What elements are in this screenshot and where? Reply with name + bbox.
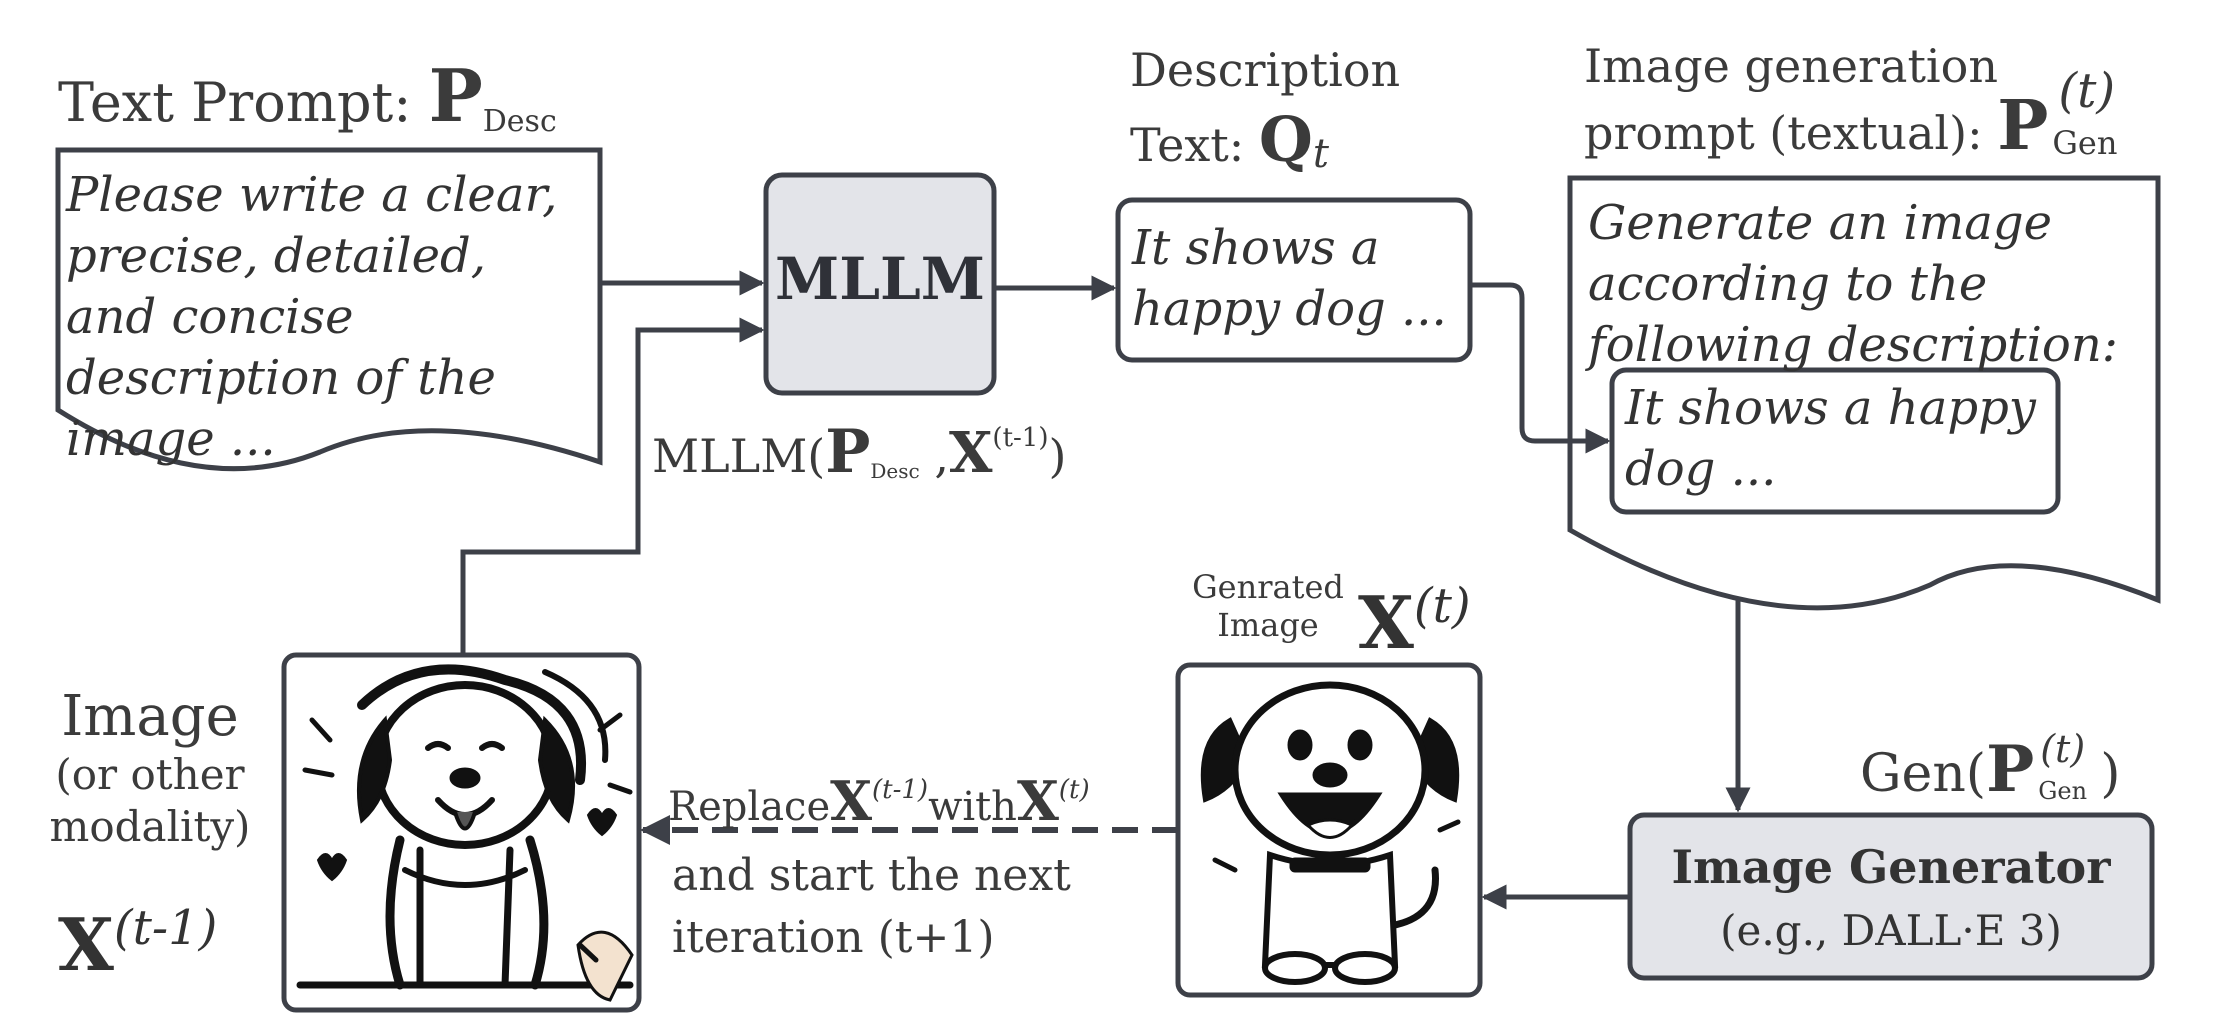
generator-formula-sub: Gen — [2038, 777, 2088, 805]
replace-note-prefix: Replace — [668, 784, 831, 830]
text-prompt-symbol: P — [428, 53, 483, 138]
description-title-text: Text: — [1130, 118, 1245, 172]
description-symbol: Q — [1258, 103, 1313, 176]
text-prompt-document — [55, 147, 603, 472]
replace-note-line2: and start the next — [672, 850, 1071, 901]
generated-image-label-line1: Genrated — [1192, 568, 1344, 606]
description-box — [1115, 197, 1473, 363]
description-title-line1: Description — [1130, 43, 1401, 97]
mllm-formula-suffix: ) — [1048, 429, 1067, 483]
replace-note-x-new: X — [1016, 769, 1059, 833]
input-dog-illustration — [296, 664, 634, 1002]
text-prompt-title: Text Prompt: PDesc — [58, 60, 557, 150]
gen-prompt-body: Generate an image according to the follo… — [1588, 195, 2118, 373]
text-prompt-title-text: Text Prompt: — [58, 71, 412, 134]
mllm-input-formula: MLLM(PDesc ,X(t-1)) — [652, 410, 1066, 499]
description-title-line2: Text: Qt — [1130, 109, 1329, 182]
text-prompt-body: Please write a clear, precise, detailed,… — [66, 167, 558, 467]
generator-formula-sup: (t) — [2040, 727, 2086, 771]
generator-title: Image Generator — [1671, 840, 2111, 894]
mllm-formula-x-sup: (t-1) — [992, 423, 1049, 453]
input-image-label-line2: (or other — [55, 750, 245, 799]
gen-prompt-inner-box — [1609, 367, 2061, 515]
generated-image-symbol: X(t) — [1358, 578, 1471, 665]
arrow-image-to-mllm — [460, 317, 765, 655]
input-image-label-line1: Image — [61, 684, 239, 749]
gen-prompt-title-line1: Image generation — [1584, 39, 1998, 93]
gen-prompt-title-line2: prompt (textual): P (t) Gen — [1584, 63, 2132, 162]
mllm-box — [763, 172, 997, 396]
generated-image-symbol-sup: (t) — [1413, 578, 1471, 634]
gen-prompt-symbol-sup: (t) — [2058, 63, 2116, 119]
description-body: It shows a happy dog ... — [1132, 220, 1447, 337]
mllm-formula-p: P — [825, 417, 871, 487]
input-image-symbol: X(t-1) — [58, 900, 217, 987]
generator-formula-suffix: ) — [2100, 744, 2121, 804]
replace-note-mid: with — [928, 784, 1017, 830]
generated-dog-illustration — [1200, 681, 1461, 985]
description-symbol-sub: t — [1312, 131, 1329, 177]
generated-image-label-line2: Image — [1217, 606, 1319, 644]
mllm-formula-p-sub: Desc — [870, 459, 920, 483]
generated-image-label: Genrated Image — [1178, 568, 1358, 644]
input-image-label: Image (or other modality) — [30, 685, 270, 853]
gen-prompt-title-text: prompt (textual): — [1584, 106, 1983, 160]
replace-note-x-old: X — [830, 769, 873, 833]
text-prompt-symbol-sub: Desc — [482, 104, 557, 139]
mllm-label: MLLM — [775, 245, 985, 313]
replace-note-x-new-sup: (t) — [1058, 775, 1090, 805]
generator-formula: Gen(P (t) Gen ) — [1860, 727, 2121, 805]
replace-note-x-old-sup: (t-1) — [872, 775, 929, 805]
gen-prompt-symbol: P — [1997, 86, 2049, 166]
replace-note-line3: iteration (t+1) — [672, 912, 995, 963]
input-image-label-line3: modality) — [49, 802, 251, 851]
mllm-formula-prefix: MLLM( — [652, 429, 826, 483]
generated-image-symbol-x: X — [1358, 580, 1414, 665]
input-image-symbol-sup: (t-1) — [113, 900, 218, 956]
generator-formula-prefix: Gen( — [1860, 744, 1987, 804]
arrow-description-to-gen-prompt — [1470, 282, 1611, 454]
generator-subtitle: (e.g., DALL·E 3) — [1720, 906, 2062, 955]
mllm-formula-sep: , — [919, 429, 949, 483]
gen-prompt-symbol-sub: Gen — [2052, 124, 2118, 162]
replace-note-line1: ReplaceX(t-1)withX(t) — [668, 762, 1090, 835]
input-image-symbol-x: X — [58, 902, 114, 987]
generator-formula-p: P — [1986, 732, 2035, 807]
mllm-formula-x: X — [948, 420, 993, 486]
gen-prompt-inner-body: It shows a happy dog ... — [1625, 380, 2036, 497]
